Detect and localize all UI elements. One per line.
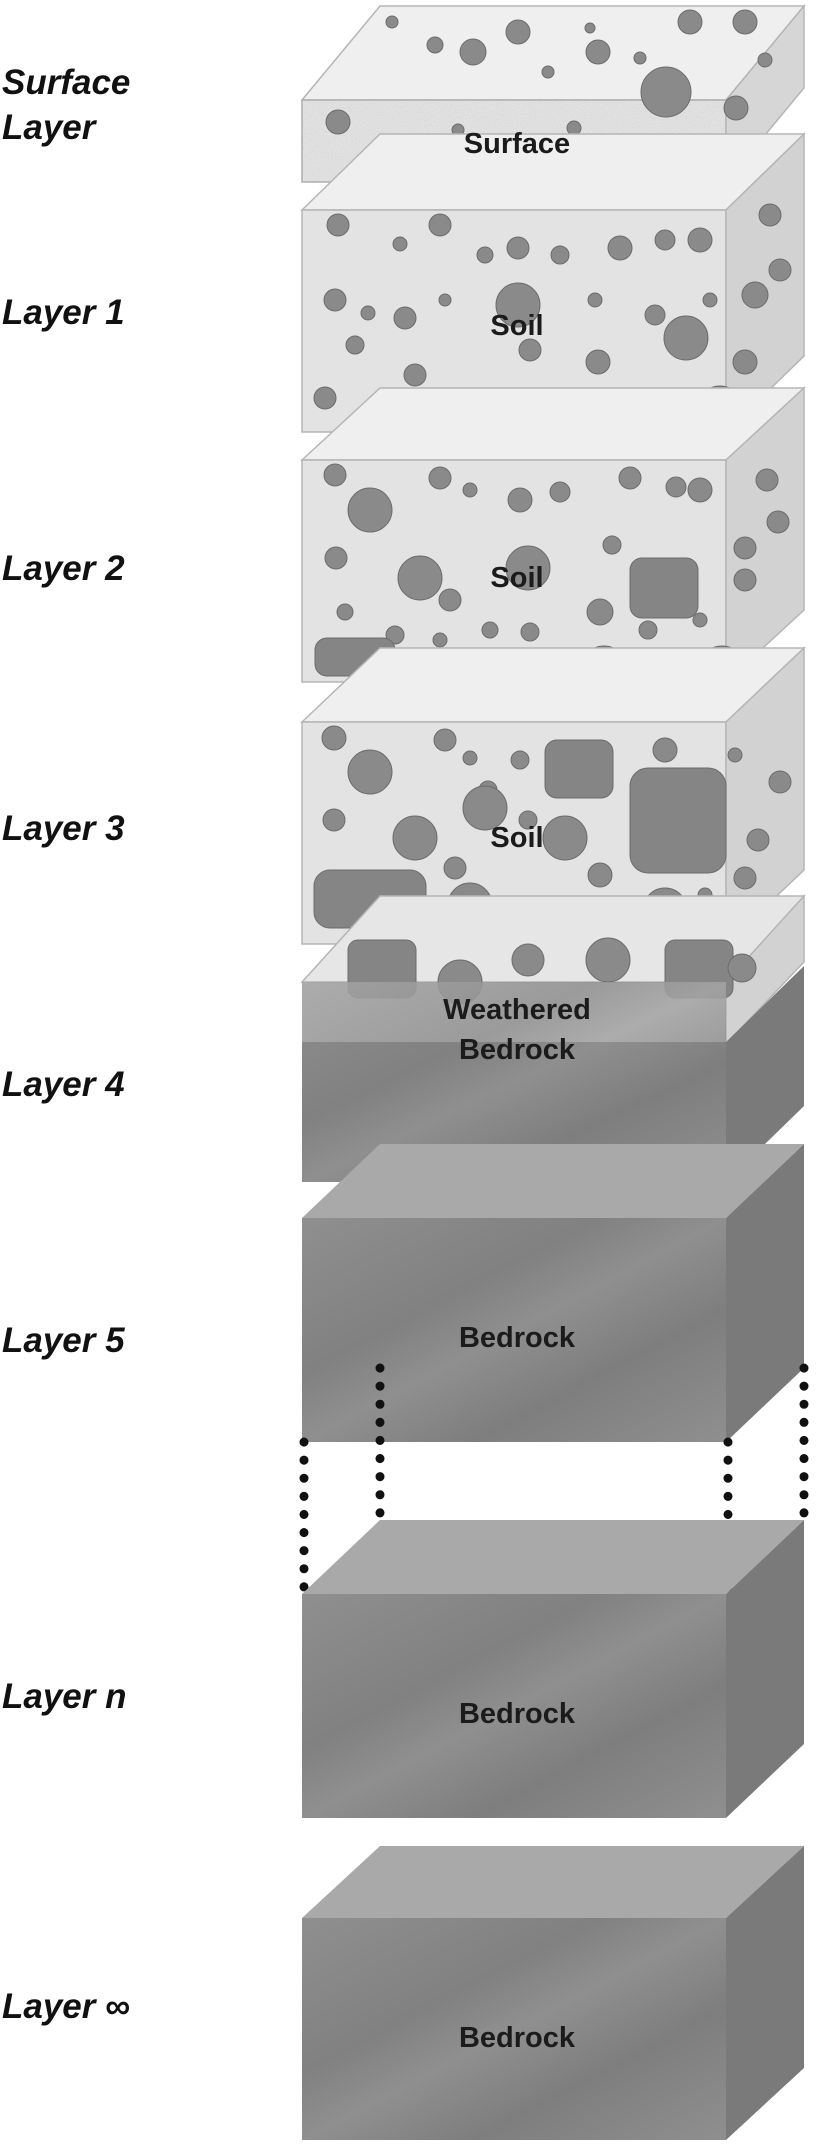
soil-3-pebbles <box>313 725 792 947</box>
bedrock-box-inf <box>302 1846 804 2140</box>
bedrock-n-top <box>302 1520 804 1594</box>
box-label-bedrock-n: Bedrock <box>458 1698 576 1730</box>
box-label-soil-1: Soil <box>490 310 544 342</box>
continuation-dots <box>299 1363 809 1593</box>
bedrock-box-n <box>302 1520 804 1818</box>
bedrock-5-top <box>302 1144 804 1218</box>
weathered-box-side <box>726 966 804 1182</box>
label-layer-4: Layer 4 <box>2 1065 125 1104</box>
bedrock-n-side <box>726 1520 804 1818</box>
surface-pebbles <box>325 9 773 190</box>
label-surface-layer: Surface Layer <box>2 63 131 147</box>
soil-box-2-top <box>300 387 806 461</box>
bedrock-5-side <box>726 1144 804 1442</box>
bedrock-inf-side <box>726 1846 804 2140</box>
bedrock-inf-top <box>302 1846 804 1918</box>
label-layer-n: Layer n <box>2 1677 127 1716</box>
soil-box-2-side <box>725 386 805 684</box>
label-layer-3: Layer 3 <box>2 809 125 848</box>
box-label-soil-3: Soil <box>490 822 544 854</box>
box-label-surface: Surface <box>463 128 571 160</box>
surface-box-top <box>300 5 806 101</box>
box-label-soil-2: Soil <box>490 562 544 594</box>
label-layer-5: Layer 5 <box>2 1321 125 1360</box>
box-label-weathered-bedrock: Weathered Bedrock <box>443 994 591 1066</box>
bedrock-box-5 <box>302 1144 804 1442</box>
box-label-bedrock-5: Bedrock <box>458 1322 576 1354</box>
label-layer-1: Layer 1 <box>2 293 125 332</box>
box-label-bedrock-inf: Bedrock <box>458 2022 576 2054</box>
label-layer-inf: Layer ∞ <box>2 1987 131 2026</box>
soil-box-3-top <box>300 647 806 723</box>
label-layer-2: Layer 2 <box>2 549 125 588</box>
